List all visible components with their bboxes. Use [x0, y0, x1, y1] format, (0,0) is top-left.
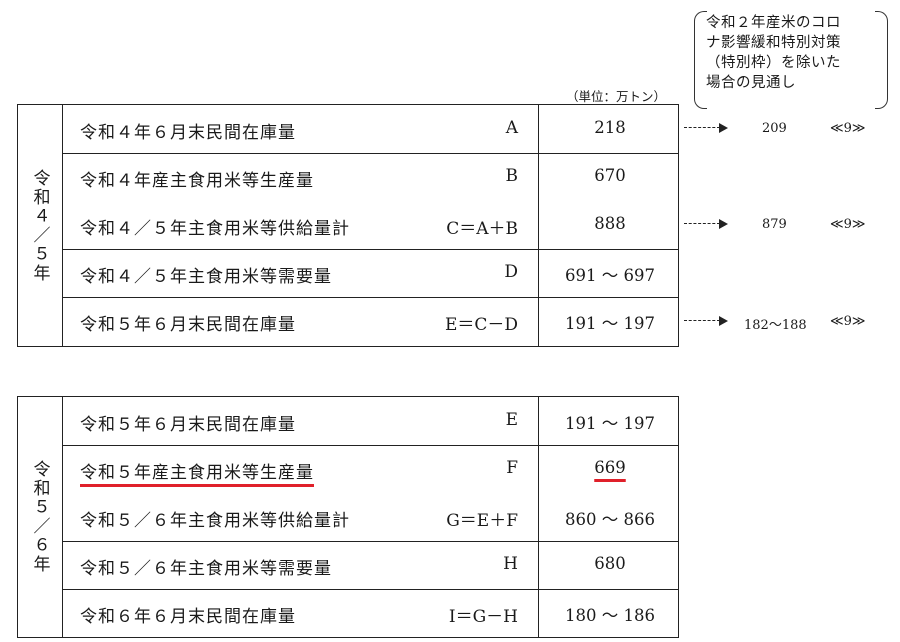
row-formula: D [504, 262, 518, 282]
unit-label: （単位：万トン） [566, 89, 667, 104]
table-row: 令和４年６月末民間在庫量 A 218 [62, 105, 678, 153]
dashed-arrow-icon [684, 316, 728, 326]
note-right-bracket [875, 11, 888, 109]
note-line: 令和２年産米のコロ [706, 15, 841, 31]
row-formula: C＝A＋B [446, 219, 518, 239]
note-line: （特別枠）を除いた [706, 55, 841, 71]
note-left-bracket [694, 11, 707, 109]
table-row: 令和４／５年主食用米等供給量計 C＝A＋B 888 [62, 201, 678, 249]
table-row: 令和５／６年主食用米等需要量 H 680 [62, 541, 678, 589]
row-label: 令和５年６月末民間在庫量 [80, 415, 296, 435]
row-label: 令和５／６年主食用米等需要量 [80, 559, 332, 579]
row-label: 令和４年産主食用米等生産量 [80, 171, 314, 191]
dashed-arrow-icon [684, 219, 728, 229]
table-row: 令和４／５年主食用米等需要量 D 691 〜 697 [62, 249, 678, 297]
row-value: 860 〜 866 [565, 510, 655, 529]
table-row: 令和５年産主食用米等生産量 F 669 [62, 445, 678, 493]
row-value: 669 [540, 458, 680, 477]
row-formula: H [503, 554, 518, 574]
projection-note: 令和２年産米のコロ ナ影響緩和特別対策 （特別枠）を除いた 場合の見通し [694, 11, 888, 109]
table-row: 令和５年６月末民間在庫量 E＝C－D 191 〜 197 [62, 297, 678, 345]
projection-value: 209 [762, 121, 787, 136]
row-label: 令和５年６月末民間在庫量 [80, 315, 296, 335]
row-formula: A [505, 118, 518, 138]
row-value: 888 [594, 214, 626, 233]
row-value-highlighted: 669 [594, 458, 626, 477]
row-formula: I＝G－H [448, 607, 518, 627]
period-label: 令和４／５年 [18, 105, 63, 346]
row-value: 191 〜 197 [565, 314, 655, 333]
projection-value: 879 [762, 217, 787, 232]
projection-value: 182〜188 [744, 318, 807, 333]
row-label: 令和６年６月末民間在庫量 [80, 607, 296, 627]
table-row: 令和６年６月末民間在庫量 I＝G－H 180 〜 186 [62, 589, 678, 637]
row-formula: B [505, 166, 519, 186]
projection-ref: ≪9≫ [830, 314, 866, 329]
row-label: 令和４／５年主食用米等供給量計 [80, 219, 350, 239]
projection-ref: ≪9≫ [830, 121, 866, 136]
row-value: 670 [594, 166, 626, 185]
row-label: 令和４年６月末民間在庫量 [80, 123, 296, 143]
row-label: 令和４／５年主食用米等需要量 [80, 267, 332, 287]
table-row: 令和４年産主食用米等生産量 B 670 [62, 153, 678, 201]
row-formula: G＝E＋F [446, 511, 518, 531]
row-value: 691 〜 697 [565, 266, 655, 285]
row-label: 令和５／６年主食用米等供給量計 [80, 511, 350, 531]
period-label: 令和５／６年 [18, 397, 63, 637]
row-value: 680 [594, 554, 626, 573]
projection-ref: ≪9≫ [830, 217, 866, 232]
table-row: 令和５／６年主食用米等供給量計 G＝E＋F 860 〜 866 [62, 493, 678, 541]
row-value: 180 〜 186 [565, 606, 655, 625]
supply-demand-table-r4-5: 令和４／５年 令和４年６月末民間在庫量 A 218 令和４年産主食用米等生産量 … [17, 104, 679, 347]
dashed-arrow-icon [684, 123, 728, 133]
row-label-highlighted: 令和５年産主食用米等生産量 [80, 463, 314, 483]
row-formula: E [505, 410, 518, 430]
row-formula: F [506, 458, 518, 478]
note-line: ナ影響緩和特別対策 [706, 35, 841, 51]
row-value: 218 [594, 118, 626, 137]
note-line: 場合の見通し [706, 75, 796, 91]
supply-demand-table-r5-6: 令和５／６年 令和５年６月末民間在庫量 E 191 〜 197 令和５年産主食用… [17, 396, 679, 638]
row-value: 191 〜 197 [565, 414, 655, 433]
row-formula: E＝C－D [444, 315, 518, 335]
table-row: 令和５年６月末民間在庫量 E 191 〜 197 [62, 397, 678, 445]
